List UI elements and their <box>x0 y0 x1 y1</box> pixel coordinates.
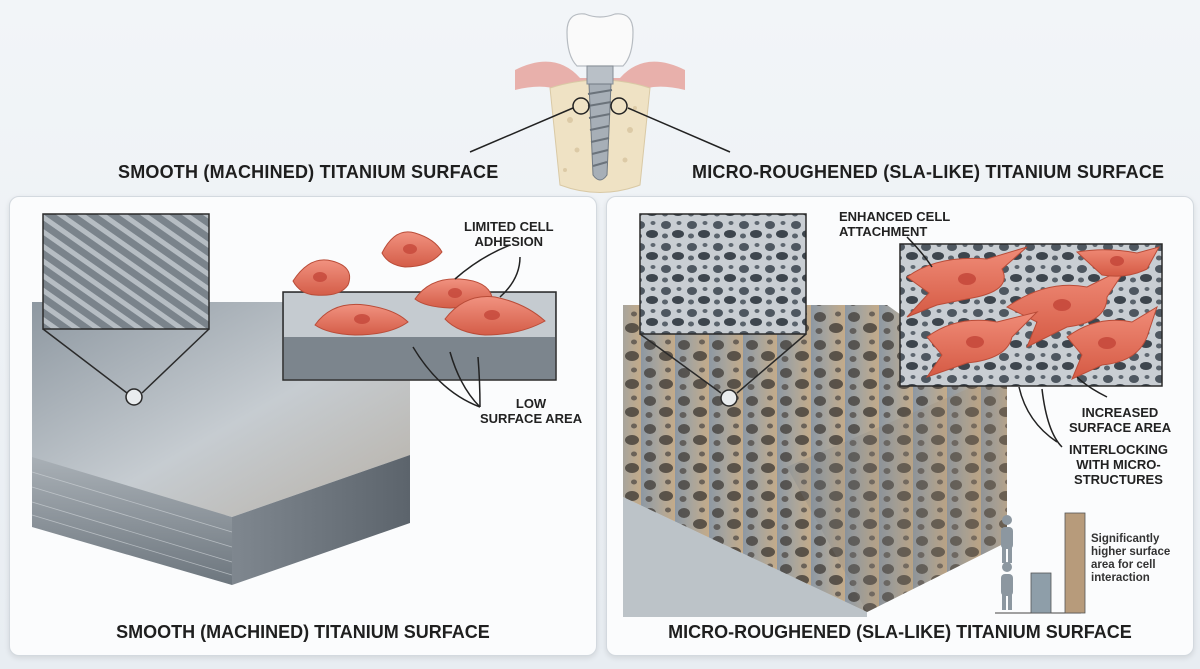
person-icon <box>1001 562 1013 610</box>
dental-implant-icon <box>515 13 685 193</box>
magnifier-circle <box>125 388 143 406</box>
sem-texture-inset <box>639 213 807 335</box>
bar-smooth <box>1030 572 1052 614</box>
person-icon <box>1001 515 1013 563</box>
right-footer-title: MICRO-ROUGHENED (SLA-LIKE) TITANIUM SURF… <box>668 622 1132 642</box>
machined-texture-inset <box>42 213 210 330</box>
left-header-title: SMOOTH (MACHINED) TITANIUM SURFACE <box>118 162 499 182</box>
smooth-surface-illustration <box>31 213 557 585</box>
rough-surface-illustration <box>623 213 1163 617</box>
magnifier-circle <box>720 389 738 407</box>
leader-lines <box>469 107 731 153</box>
bar-chart-caption: Significantly higher surface area for ce… <box>1091 533 1171 584</box>
right-header-title: MICRO-ROUGHENED (SLA-LIKE) TITANIUM SURF… <box>692 162 1165 182</box>
surface-area-chart <box>995 512 1086 614</box>
bar-micro-roughened <box>1064 512 1086 614</box>
left-footer-title: SMOOTH (MACHINED) TITANIUM SURFACE <box>116 622 490 642</box>
